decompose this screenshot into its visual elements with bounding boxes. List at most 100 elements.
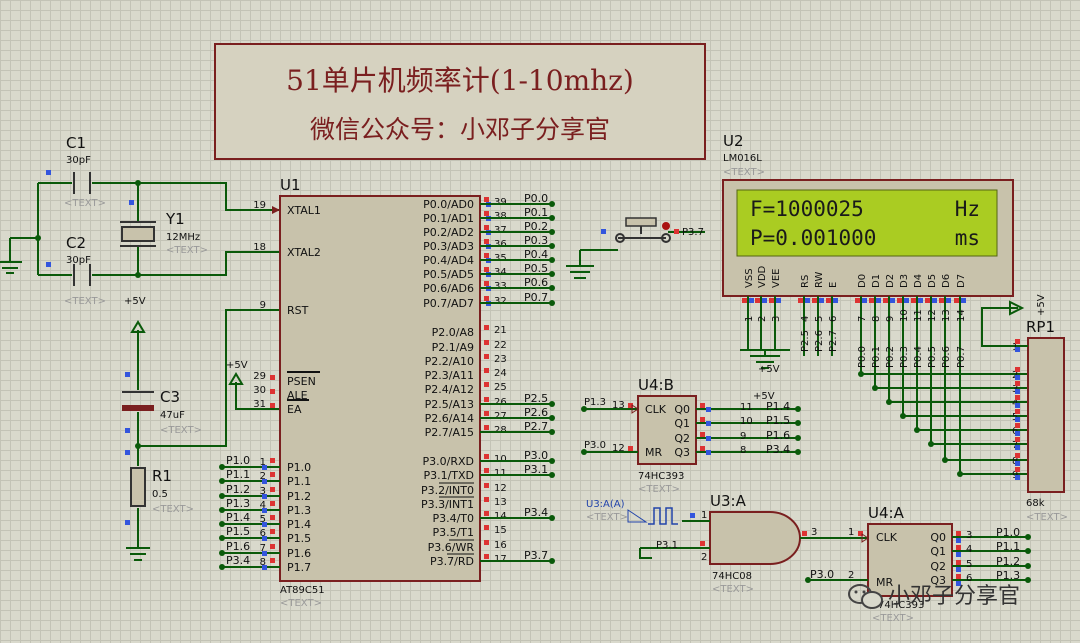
lcd-part: LM016L <box>723 153 762 164</box>
u4b-in-junction <box>581 449 587 455</box>
mcu-pin-name: P2.4/A12 <box>425 383 474 396</box>
rp1-pin-marker <box>1015 437 1020 442</box>
mcu-pin-marker <box>484 253 489 258</box>
mcu-p1-net: P1.5 <box>226 525 250 538</box>
u3a-text-tag: <TEXT> <box>712 584 754 595</box>
mcu-net-junction <box>549 429 555 435</box>
mcu-pin-number: 37 <box>494 225 507 236</box>
mcu-pin-name: P3.7/RD <box>430 555 474 568</box>
c3-ref: C3 <box>160 388 180 406</box>
mcu-pin-name: P1.6 <box>287 547 311 560</box>
mcu-pin-marker <box>270 472 275 477</box>
u4a-pin-marker <box>956 574 961 579</box>
rp1-pin-marker <box>1015 445 1020 450</box>
u3a-wires <box>627 507 868 559</box>
mcu-pin-number: 34 <box>494 267 507 278</box>
u4b-pin-marker <box>706 407 711 412</box>
mcu-pin-marker <box>262 508 267 513</box>
mcu-pin-marker <box>270 515 275 520</box>
lcd-data-net: P0.6 <box>941 346 952 368</box>
lcd-pin-marker <box>755 298 760 303</box>
lcd-vcc-label: +5V <box>758 364 780 375</box>
rp1-pin-marker <box>1015 467 1020 472</box>
mcu-pin-marker <box>262 479 267 484</box>
lcd-pin-number: 12 <box>927 309 938 322</box>
lcd-pin-marker <box>897 298 902 303</box>
lcd-pin-marker <box>776 298 781 303</box>
lcd-data-net: P0.2 <box>885 346 896 368</box>
u4a-mr-net: P3.0 <box>810 568 834 581</box>
mcu-net-label: P0.3 <box>524 234 548 247</box>
mcu-p1-net: P1.4 <box>226 511 250 524</box>
u4a-pin-number: 6 <box>966 573 972 584</box>
c3-text-tag: <TEXT> <box>160 425 202 436</box>
lcd-pin-marker <box>939 298 944 303</box>
lcd-pin-marker <box>826 298 831 303</box>
lcd-pin-name: E <box>828 282 839 288</box>
lcd-pin-number: 10 <box>899 309 910 322</box>
lcd-data-junction <box>886 399 892 405</box>
rp1-pin-marker <box>1015 375 1020 380</box>
mcu-pin-number: 32 <box>494 296 507 307</box>
mcu-pin-marker <box>262 536 267 541</box>
mcu-ref: U1 <box>280 176 301 194</box>
u4b-pin-marker <box>700 403 705 408</box>
ea-vcc-arrow <box>228 372 244 385</box>
mcu-p1-junction <box>219 550 225 556</box>
mcu-pin-name: P2.1/A9 <box>432 341 474 354</box>
mcu-text-tag: <TEXT> <box>280 598 322 609</box>
mcu-pin-marker <box>262 465 267 470</box>
button-net: P3.7 <box>682 227 704 238</box>
lcd-pin-marker <box>918 298 923 303</box>
lcd-pin-marker <box>883 298 888 303</box>
u4b-pin-name: CLK <box>645 403 667 416</box>
lcd-pin-name: D3 <box>899 274 910 288</box>
lcd-pin-name: VSS <box>744 268 755 288</box>
lcd-ctrl-net: P2.6 <box>814 330 825 352</box>
mcu-net-label: P0.7 <box>524 291 548 304</box>
mcu-pin-name: P1.4 <box>287 518 311 531</box>
c1-ref: C1 <box>66 134 86 152</box>
lcd-pin-marker <box>812 298 817 303</box>
lcd-pin-number: 1 <box>744 316 755 322</box>
mcu-pin-number: 28 <box>494 425 507 436</box>
push-button[interactable] <box>566 217 705 279</box>
u4b-in-net: P3.0 <box>584 440 606 451</box>
watermark: 小邓子分享官 <box>848 584 1020 609</box>
mcu-pin-number: 11 <box>494 468 507 479</box>
lcd-data-junction <box>942 457 948 463</box>
rp1-pin-marker <box>1015 403 1020 408</box>
mcu-pin-number: 16 <box>494 540 507 551</box>
lcd-pin-marker <box>862 298 867 303</box>
rp1-pin-marker <box>1015 381 1020 386</box>
mcu-pin-marker <box>270 403 275 408</box>
mcu-net-junction <box>549 558 555 564</box>
mcu-pin-number: 3 <box>260 486 266 497</box>
u4a-out-net: P1.0 <box>996 526 1020 539</box>
rp1-pin-marker <box>1015 339 1020 344</box>
mcu-pin-name: P0.7/AD7 <box>423 297 474 310</box>
lcd-line2-right: ms <box>955 226 980 250</box>
lcd-pin-name: RS <box>800 275 811 288</box>
mcu-pin-marker <box>484 411 489 416</box>
lcd-pin-number: 3 <box>771 316 782 322</box>
u4b-out-junction <box>795 435 801 441</box>
u4b-out-junction <box>795 420 801 426</box>
mcu-pin-name: P3.3/INT1 <box>421 498 474 511</box>
mcu-net-junction <box>549 458 555 464</box>
u4b-body <box>637 395 697 465</box>
mcu-pin-marker <box>270 501 275 506</box>
u4b-out-net: P1.6 <box>766 429 790 442</box>
u4a-pin-marker <box>858 531 863 536</box>
u4b-out-net: P3.4 <box>766 443 790 456</box>
u4a-pin-number: 2 <box>848 570 854 581</box>
lcd-pin-marker <box>932 298 937 303</box>
lcd-pin-number: 5 <box>814 316 825 322</box>
u4b-pin-marker <box>706 436 711 441</box>
mcu-pin-name: P3.2/INT0 <box>421 484 474 497</box>
mcu-pin-name: P0.1/AD1 <box>423 212 474 225</box>
u4a-pin-name: MR <box>876 576 893 589</box>
u4b-pin-marker <box>706 450 711 455</box>
r1-value: 0.5 <box>152 489 168 500</box>
lcd-line2-left: P=0.001000 <box>750 226 876 250</box>
